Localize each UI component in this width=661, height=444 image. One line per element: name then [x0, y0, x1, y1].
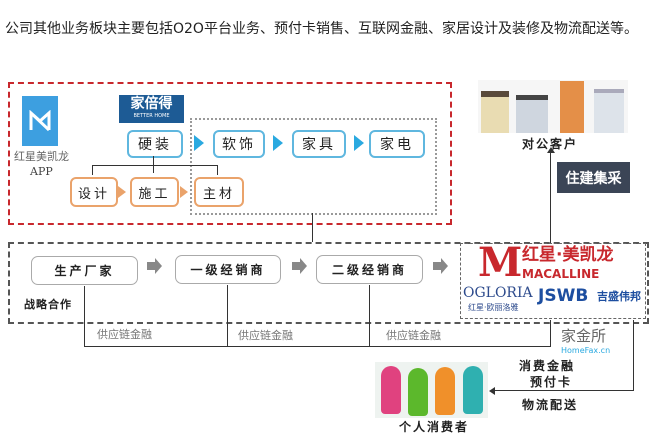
- manufacturer-box: 生产厂家: [31, 256, 138, 285]
- soft-decor-box: 软饰: [213, 130, 265, 158]
- brand-logos-group: [460, 243, 646, 319]
- ogloria-logo: OGLORIA: [463, 285, 533, 301]
- homefax-en: HomeFax.cn: [561, 346, 611, 355]
- app-sub-label: APP: [30, 165, 53, 178]
- buildings-image: [478, 80, 628, 133]
- home-services-group: [8, 82, 452, 225]
- design-box: 设计: [70, 177, 118, 207]
- ogloria-cn: 红星·欧丽洛雅: [468, 303, 519, 312]
- hard-decor-box: 硬装: [127, 130, 183, 158]
- tier2-dealer-box: 二级经销商: [316, 255, 423, 284]
- supply-chain-group: [8, 242, 649, 324]
- jswb-cn: 吉盛伟邦: [597, 290, 641, 303]
- macalline-m-logo: M: [478, 239, 523, 286]
- arrow-icon: [292, 262, 300, 270]
- arrow-icon: [180, 186, 188, 198]
- construction-box: 施工: [130, 177, 179, 207]
- strategic-label: 战略合作: [24, 298, 72, 311]
- arrow-left-icon: [489, 387, 495, 395]
- arrow-icon: [194, 135, 204, 151]
- furniture-box: 家具: [292, 130, 346, 158]
- brand-en: BETTER HOME: [133, 113, 170, 119]
- arrow-icon: [273, 135, 283, 151]
- better-home-logo: 家倍得 BETTER HOME: [119, 95, 184, 123]
- appliance-box: 家电: [369, 130, 425, 158]
- arrow-icon: [354, 135, 364, 151]
- prepaid-label: 预付卡: [530, 375, 573, 389]
- main-material-box: 主材: [194, 177, 244, 207]
- app-icon: [22, 96, 58, 146]
- macalline-cn: 红星·美凯龙: [522, 245, 614, 265]
- arrow-icon: [147, 262, 155, 270]
- jswb-logo: JSWB: [538, 286, 589, 306]
- consumers-image: [375, 362, 488, 418]
- arrow-icon: [118, 186, 126, 198]
- logistics-label: 物流配送: [522, 398, 579, 412]
- consumer-finance-label: 消费金融: [519, 359, 576, 373]
- caption: 公司其他业务板块主要包括O2O平台业务、预付卡销售、互联网金融、家居设计及装修及…: [5, 21, 638, 37]
- finance-label: 供应链金融: [97, 328, 152, 341]
- brand-cn: 家倍得: [130, 96, 173, 112]
- arrow-up-icon: [547, 147, 555, 153]
- tier1-dealer-box: 一级经销商: [175, 255, 281, 284]
- arrow-icon: [433, 262, 441, 270]
- homefax-cn: 家金所: [561, 327, 607, 345]
- corporate-clients-label: 对公客户: [522, 137, 579, 151]
- finance-label: 供应链金融: [386, 329, 441, 342]
- macalline-en: MACALLINE: [522, 267, 600, 281]
- procurement-box: 住建集采: [557, 162, 630, 193]
- inner-dotted-group: [190, 118, 437, 215]
- finance-label: 供应链金融: [238, 329, 293, 342]
- consumers-label: 个人消费者: [399, 420, 470, 434]
- app-label: 红星美凯龙: [14, 150, 69, 163]
